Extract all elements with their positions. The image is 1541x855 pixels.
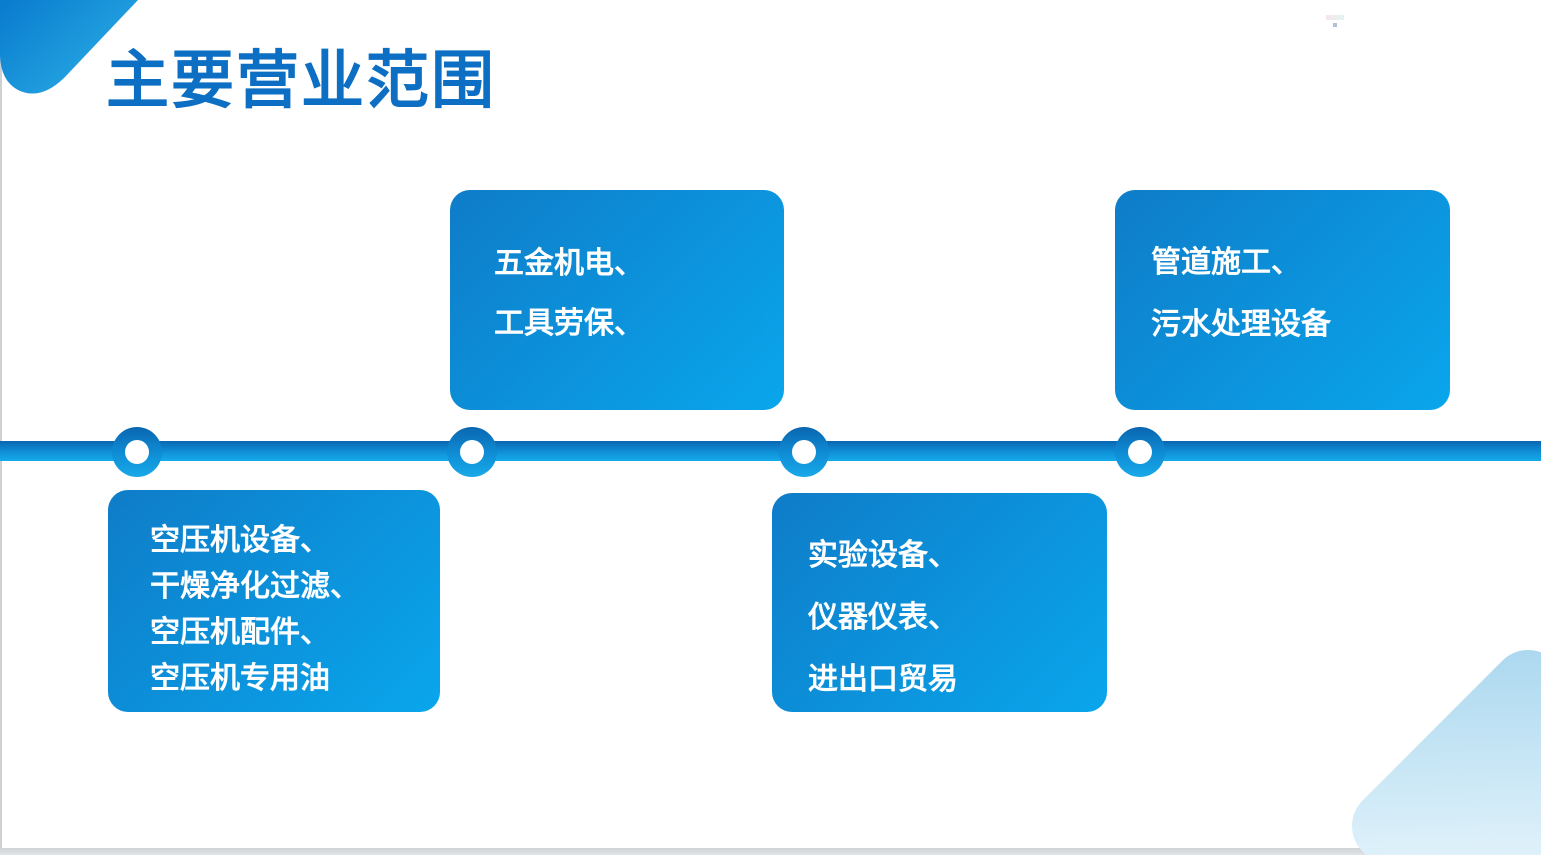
box-line: 空压机配件、 — [150, 616, 330, 649]
timeline-node-hole — [792, 440, 816, 464]
screen-artifact-mark — [1326, 15, 1344, 20]
box-line: 干燥净化过滤、 — [150, 570, 360, 603]
box-line: 污水处理设备 — [1151, 308, 1331, 341]
box-line: 仪器仪表、 — [808, 601, 958, 634]
box-line: 空压机专用油 — [150, 662, 330, 695]
timeline-node-2 — [447, 427, 497, 477]
business-scope-box-3: 实验设备、 仪器仪表、 进出口贸易 — [772, 493, 1107, 712]
timeline-node-1 — [112, 427, 162, 477]
box-line: 五金机电、 — [494, 247, 644, 280]
box-line: 工具劳保、 — [494, 307, 644, 340]
page-title: 主要营业范围 — [106, 46, 496, 116]
box-line: 实验设备、 — [808, 539, 958, 572]
box-line: 管道施工、 — [1151, 246, 1301, 279]
timeline-node-3 — [779, 427, 829, 477]
business-scope-box-4: 管道施工、 污水处理设备 — [1115, 190, 1450, 410]
bottom-right-corner-shape — [1351, 649, 1541, 855]
box-line: 空压机设备、 — [150, 524, 330, 557]
timeline-node-hole — [460, 440, 484, 464]
timeline-node-hole — [1128, 440, 1152, 464]
timeline-node-hole — [125, 440, 149, 464]
business-scope-box-1: 空压机设备、 干燥净化过滤、 空压机配件、 空压机专用油 — [108, 490, 440, 712]
slide-bottom-edge — [0, 848, 1541, 855]
screen-artifact-dot — [1333, 23, 1337, 27]
timeline-node-4 — [1115, 427, 1165, 477]
box-line: 进出口贸易 — [808, 663, 958, 696]
business-scope-box-2: 五金机电、 工具劳保、 — [450, 190, 784, 410]
timeline-line — [0, 441, 1541, 461]
slide-left-edge — [0, 0, 2, 855]
